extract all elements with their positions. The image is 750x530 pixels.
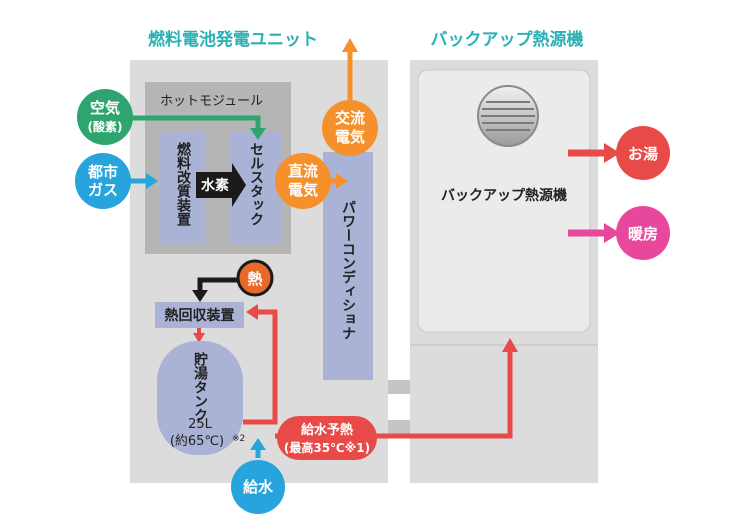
ac-arrowhead	[342, 38, 358, 52]
city-gas-label-1: 都市	[87, 163, 118, 181]
gas-arrowhead	[146, 173, 158, 189]
heat-arrowhead	[192, 290, 208, 302]
dc-label-1: 直流	[288, 162, 318, 180]
hot-water-circle	[616, 126, 670, 180]
dc-label-2: 電気	[288, 181, 318, 199]
heat-recovery	[155, 302, 244, 328]
water-arrowhead	[250, 438, 266, 450]
circulation-arrowhead	[246, 304, 258, 320]
ac-electricity-circle	[322, 100, 378, 156]
connector-pipe-upper	[388, 380, 410, 394]
power-conditioner-label: パワーコンディショナ	[340, 200, 356, 340]
preheat-arrowhead	[502, 338, 518, 352]
recovery-to-tank-arrowhead	[193, 333, 205, 343]
city-gas-circle	[75, 153, 131, 209]
tank-label: 貯湯タンク	[192, 351, 208, 422]
fuel-cell-unit-title: 燃料電池発電ユニット	[148, 29, 318, 50]
hot-module-label: ホットモジュール	[160, 94, 263, 109]
air-arrowhead	[250, 128, 266, 140]
heating-arrowhead	[604, 223, 620, 243]
power-conditioner	[323, 152, 373, 380]
circulation-line	[243, 309, 278, 425]
heat-circle	[236, 259, 274, 297]
tank-note: ※2	[232, 434, 245, 444]
dc-arrowhead	[336, 173, 348, 189]
air-circle	[77, 89, 133, 145]
fan-grille-icon	[481, 101, 535, 131]
air-line	[115, 115, 261, 130]
heat-label: 熱	[247, 270, 262, 288]
water-supply-label: 給水	[243, 478, 274, 496]
ac-label-1: 交流	[335, 109, 365, 127]
preheat-label-2: (最高35℃※1)	[284, 440, 370, 455]
hot-water-arrowhead	[604, 143, 620, 163]
ac-label-2: 電気	[335, 128, 365, 146]
hot-water-label: お湯	[628, 145, 658, 163]
city-gas-label-2: ガス	[88, 181, 118, 199]
connector-pipe-lower	[388, 420, 410, 434]
tank-volume: 25L	[188, 417, 213, 432]
hydrogen-label: 水素	[201, 177, 229, 194]
preheat-badge	[277, 416, 377, 460]
heating-circle	[616, 206, 670, 260]
backup-unit-box-label: バックアップ熱源機	[441, 187, 567, 204]
backup-unit-title: バックアップ熱源機	[431, 29, 584, 50]
heat-line	[197, 277, 238, 292]
backup-unit-panel	[417, 69, 591, 333]
dc-electricity-circle	[275, 153, 331, 209]
water-supply-circle	[231, 460, 285, 514]
preheat-label-1: 給水予熱	[301, 422, 353, 438]
fuel-reformer-label: 燃料改質装置	[175, 141, 192, 227]
tank-temp: (約65℃)	[170, 434, 224, 449]
storage-tank	[157, 341, 243, 455]
hydrogen-arrow	[196, 163, 246, 207]
heating-label: 暖房	[628, 225, 658, 243]
air-label: 空気	[90, 99, 120, 117]
heat-recovery-label: 熱回収装置	[165, 307, 235, 324]
air-sub-label: (酸素)	[88, 119, 123, 134]
cell-stack-label: セルスタック	[248, 142, 264, 226]
